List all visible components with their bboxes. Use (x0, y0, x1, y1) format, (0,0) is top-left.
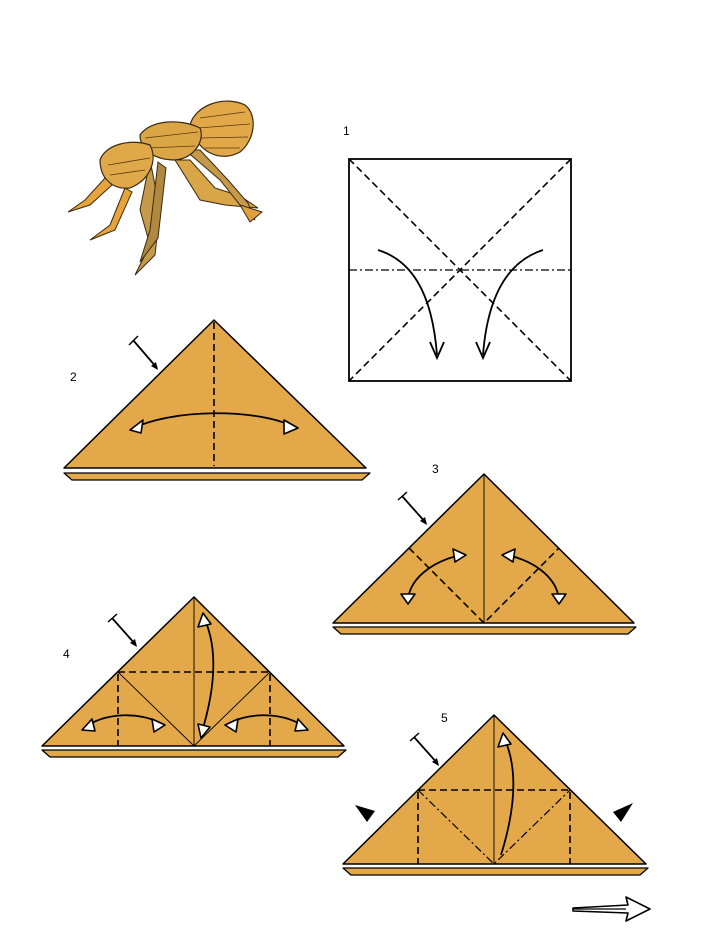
paper-triangle (63, 319, 367, 469)
step-number: 4 (63, 647, 70, 661)
step-4-diagram: 4 (41, 596, 347, 758)
unfold-arrow-double (129, 412, 297, 431)
step-2-diagram: 2 (63, 319, 371, 481)
push-arrow-left (355, 805, 375, 822)
step-number: 2 (70, 370, 77, 384)
arrow-head (429, 341, 445, 361)
finished-beetle-illustration (67, 100, 264, 276)
paper-triangle (342, 714, 647, 865)
fold-arrow-right (482, 249, 544, 356)
step-5-diagram: 5 (342, 711, 649, 876)
next-page-arrow (572, 896, 651, 922)
push-arrow-right (613, 803, 633, 822)
step-3-diagram: 3 (332, 462, 637, 635)
step-number: 3 (432, 462, 439, 476)
arrow-head (475, 341, 491, 361)
fold-arrow-left (377, 249, 438, 356)
step-number: 1 (343, 124, 350, 138)
step-1-diagram: 1 (343, 124, 572, 382)
diagonal-valley-fold (348, 158, 572, 382)
paper-triangle (332, 473, 635, 624)
step-number: 5 (441, 711, 448, 725)
